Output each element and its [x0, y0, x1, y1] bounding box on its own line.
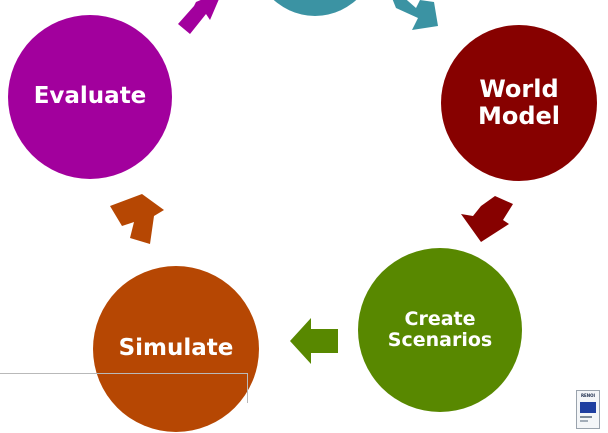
- node-simulate: Simulate: [93, 266, 259, 432]
- node-top: [247, 0, 383, 16]
- arrow-left-icon: [290, 318, 338, 364]
- eu-logo-icon: RENOI: [576, 390, 600, 429]
- arrow-up-left-icon: [110, 194, 164, 244]
- node-world-model-label: World Model: [477, 75, 561, 130]
- logo-text: RENOI: [580, 393, 596, 398]
- node-world-model: World Model: [441, 25, 597, 181]
- arrow-down-right-icon: [392, 0, 438, 30]
- node-create-scenarios-label: Create Scenarios: [387, 307, 493, 351]
- arrow-down-left-icon: [461, 196, 513, 242]
- node-evaluate-label: Evaluate: [33, 83, 147, 110]
- frame-line-vertical: [247, 373, 248, 403]
- frame-line-horizontal: [0, 373, 248, 374]
- arrow-up-right-icon: [178, 0, 219, 34]
- eu-flag-icon: [580, 402, 596, 413]
- node-simulate-label: Simulate: [118, 335, 234, 362]
- logo-bar: [580, 416, 592, 418]
- node-create-scenarios: Create Scenarios: [358, 248, 522, 412]
- node-evaluate: Evaluate: [8, 15, 172, 179]
- logo-bar-secondary: [580, 420, 588, 422]
